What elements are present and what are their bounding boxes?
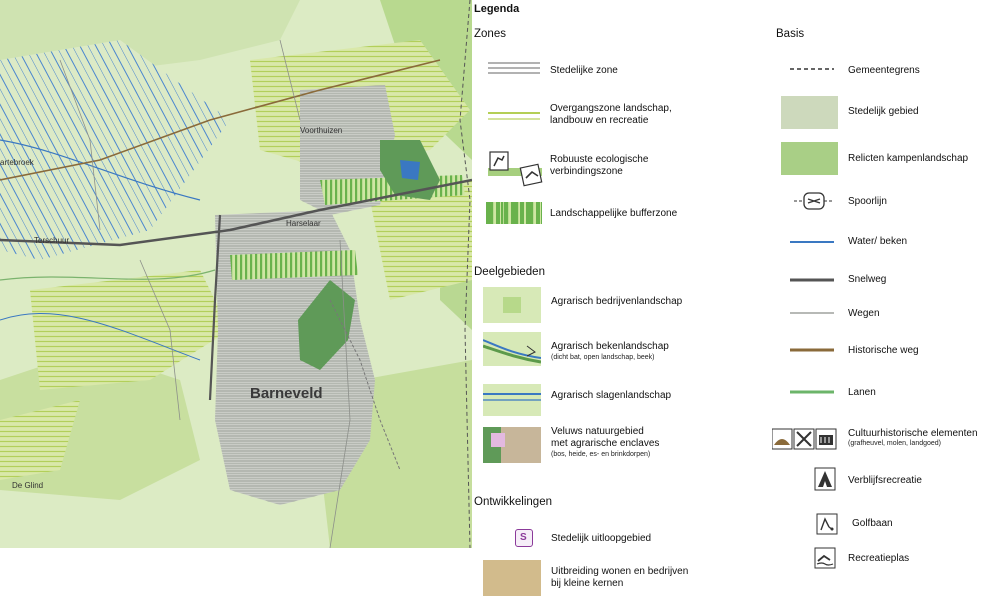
bufferzone-symbol — [486, 202, 542, 224]
water-line — [0, 313, 201, 361]
spoorlijn-symbol — [794, 192, 834, 210]
place-label-barneveld: Barneveld — [250, 385, 323, 402]
transition-zone — [0, 400, 80, 480]
molen-icon — [793, 428, 815, 450]
legend-item-historische-weg: Historische weg — [848, 345, 919, 356]
grafheuvel-icon — [772, 428, 793, 450]
legend-item-bekenlandschap: Agrarisch bekenlandschap — [551, 341, 669, 352]
place-label-harselaar: Harselaar — [286, 219, 321, 228]
highway — [208, 214, 222, 401]
road — [59, 39, 351, 548]
legend-item-cultuurhistorie-sub: (grafheuvel, molen, landgoed) — [848, 440, 942, 447]
place-label-de-glind: De Glind — [12, 481, 44, 490]
legend-item-bekenlandschap-sub: (dicht bat, open landschap, beek) — [551, 354, 655, 361]
cultuurhistorie-symbol — [772, 428, 837, 450]
transition-zone-symbol — [488, 112, 540, 120]
legend-item-recreatieplas: Recreatieplas — [848, 553, 910, 564]
legend-item-spoorlijn: Spoorlijn — [848, 196, 887, 207]
uitloop-s-label: S — [520, 532, 527, 543]
legend-item-cultuurhistorie: Cultuurhistorische elementen — [848, 428, 978, 439]
legend-heading-zones: Zones — [474, 28, 506, 40]
water-body — [400, 160, 420, 180]
legend-item-veluws-2: met agrarische enclaves — [551, 438, 660, 449]
legend-item-water: Water/ beken — [848, 236, 908, 247]
landgoed-icon — [815, 428, 837, 450]
wegen-symbol — [790, 312, 834, 314]
gemeentegrens-symbol — [790, 68, 834, 70]
bedrijvenlandschap-symbol — [483, 287, 541, 323]
legend-title: Legenda — [474, 3, 520, 15]
legend-heading-deelgebieden: Deelgebieden — [474, 266, 545, 278]
uitbreiding-symbol — [483, 560, 541, 596]
veluwe-nature — [298, 280, 355, 370]
legend-item-veluws-1: Veluws natuurgebied — [551, 426, 644, 437]
municipal-boundary — [459, 0, 471, 548]
legend-item-golfbaan: Golfbaan — [852, 518, 893, 529]
slagenlandschap-area — [0, 40, 230, 260]
place-label-voorthuizen: Voorthuizen — [300, 126, 343, 135]
legend-item-relicten: Relicten kampenlandschap — [848, 153, 969, 164]
railway — [329, 299, 401, 471]
legend-heading-basis: Basis — [776, 28, 805, 40]
legend-item-gemeentegrens: Gemeentegrens — [848, 65, 920, 76]
veluws-natuur-symbol — [483, 427, 541, 463]
legend-item-uitloopgebied: Stedelijk uitloopgebied — [551, 533, 652, 544]
snelweg-symbol — [790, 278, 834, 282]
transition-zone — [30, 270, 230, 390]
legend-item-uitbreiding-2: bij kleine kernen — [551, 578, 624, 589]
water-symbol — [790, 241, 834, 243]
legend-item-slagenlandschap: Agrarisch slagenlandschap — [551, 390, 672, 401]
bekenlandschap-symbol — [483, 332, 541, 366]
legend-item-snelweg: Snelweg — [848, 274, 887, 285]
recreatieplas-icon — [814, 547, 836, 569]
legend-item-overgangszone-1: Overgangszone landschap, — [550, 103, 672, 114]
legend-item-lanen: Lanen — [848, 387, 876, 398]
legend-item-wegen: Wegen — [848, 308, 880, 319]
urban-zone-symbol — [488, 62, 540, 74]
slagenlandschap-symbol — [483, 384, 541, 416]
legend-item-stedelijke-zone: Stedelijke zone — [550, 65, 618, 76]
uitloop-s-icon: S — [515, 529, 533, 547]
legend-item-verblijfsrecreatie: Verblijfsrecreatie — [848, 475, 922, 486]
golfbaan-icon — [816, 513, 838, 535]
place-label-kallenbroek: artebroek — [0, 158, 34, 167]
legend-item-overgangszone-2: landbouw en recreatie — [550, 115, 649, 126]
legend-item-stedelijk-gebied: Stedelijk gebied — [848, 106, 919, 117]
legend-item-uitbreiding-1: Uitbreiding wonen en bedrijven — [551, 566, 689, 577]
legend-item-robuuste-2: verbindingszone — [550, 166, 623, 177]
legend-item-bedrijvenlandschap: Agrarisch bedrijvenlandschap — [551, 296, 683, 307]
map-canvas[interactable] — [0, 0, 472, 548]
lane — [0, 269, 216, 281]
legend-item-veluws-sub: (bos, heide, es- en brinkdorpen) — [551, 451, 651, 458]
transition-zone — [370, 180, 472, 300]
bufferzone — [230, 250, 358, 280]
legend-item-bufferzone: Landschappelijke bufferzone — [550, 208, 678, 219]
relicten-symbol — [781, 142, 838, 175]
historische-weg-symbol — [790, 348, 834, 352]
historic-road — [0, 59, 441, 181]
legend-heading-ontwikkelingen: Ontwikkelingen — [474, 496, 552, 508]
highway — [0, 178, 472, 247]
lanen-symbol — [790, 390, 834, 394]
verblijfsrecreatie-icon — [814, 467, 836, 491]
urban-zone-barneveld — [215, 210, 375, 505]
stedelijk-gebied-symbol — [781, 96, 838, 129]
ecological-zone-symbol — [488, 151, 543, 187]
place-label-terschuur: Terschuur — [34, 236, 70, 245]
legend-item-robuuste-1: Robuuste ecologische — [550, 154, 649, 165]
